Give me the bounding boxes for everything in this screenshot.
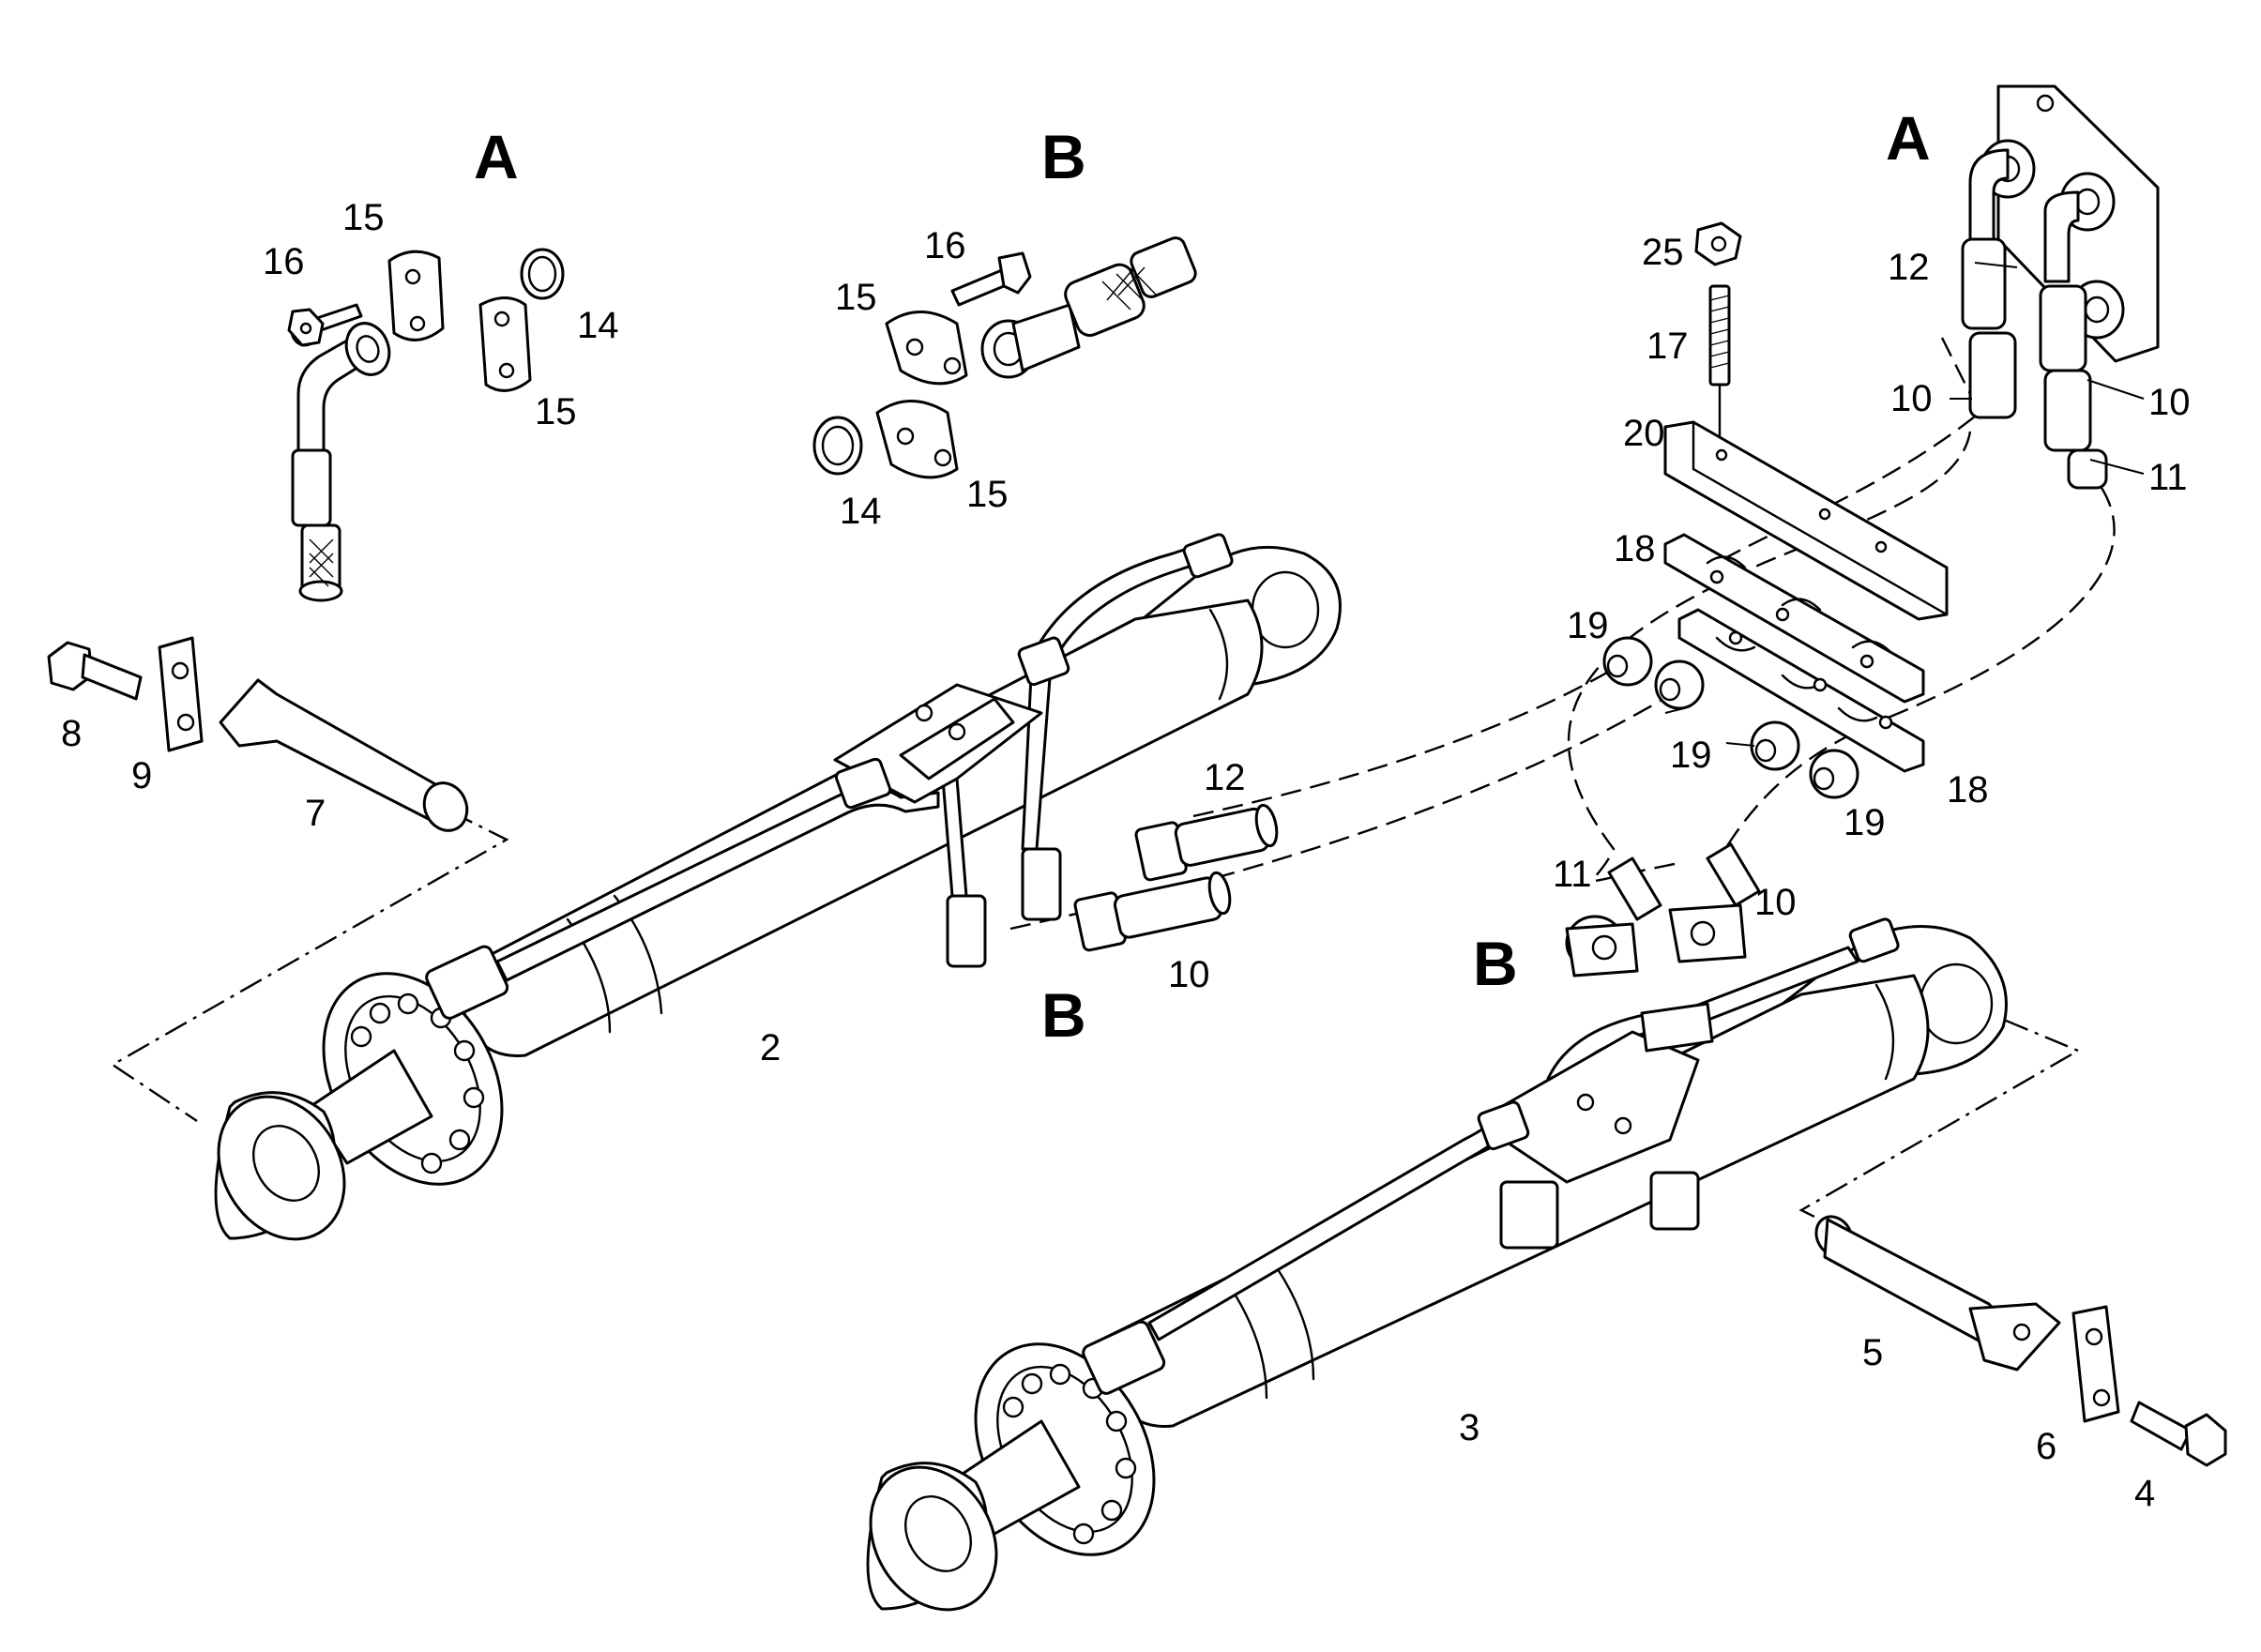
nut-25 (1694, 221, 1742, 266)
callout-18b: 18 (1947, 769, 1989, 811)
cylinder-3 (866, 917, 2008, 1612)
bolt-16-a (287, 303, 363, 347)
callout-17: 17 (1646, 326, 1689, 367)
callout-9: 9 (131, 755, 152, 796)
callout-2: 2 (760, 1027, 781, 1068)
part-number-callouts: 16 15 14 15 16 15 14 15 8 9 7 2 12 10 25… (61, 197, 2191, 1514)
grommet-19-1 (1602, 636, 1653, 687)
grommet-19-3 (1750, 720, 1800, 771)
callout-16b: 16 (924, 225, 966, 266)
clamp-half-15-b2 (875, 400, 959, 479)
section-label-a-right: A (1886, 103, 1931, 173)
clamp-block-18-lower (1677, 608, 1925, 773)
cylinder-2 (214, 533, 1342, 1241)
callout-7: 7 (305, 793, 326, 834)
bracket-20 (1663, 420, 1949, 621)
pin-5 (1814, 1215, 2061, 1372)
bolt-16-b (950, 251, 1032, 307)
leader-lines (1725, 262, 2145, 747)
o-ring-14-a (520, 248, 565, 300)
callout-25: 25 (1642, 232, 1684, 273)
callout-10c: 10 (2148, 382, 2191, 423)
grommet-19-2 (1654, 659, 1705, 710)
section-label-a-left: A (474, 122, 519, 191)
hose-elbow-part (291, 322, 391, 602)
callout-10b: 10 (1890, 378, 1933, 419)
callout-14a: 14 (577, 305, 619, 346)
hose-end-12-mid (1134, 803, 1279, 882)
callout-6: 6 (2036, 1426, 2056, 1467)
callout-12b: 12 (1888, 247, 1930, 288)
o-ring-14-b (812, 416, 863, 476)
callout-19b: 19 (1670, 735, 1712, 776)
callout-5: 5 (1862, 1332, 1883, 1373)
callout-15c: 15 (835, 277, 877, 318)
flange-fitting-10 (1668, 842, 1761, 963)
clamp-half-15-a2 (478, 296, 532, 392)
callout-10d: 10 (1754, 882, 1797, 923)
head-bolts-2 (350, 993, 485, 1175)
callout-16a: 16 (263, 241, 305, 282)
grommet-19-4 (1809, 749, 1859, 799)
callout-11a: 11 (2148, 457, 2188, 498)
hose-end-10-mid (1073, 871, 1232, 952)
callout-8: 8 (61, 713, 82, 754)
pin-7 (219, 678, 469, 832)
assembly-lines (110, 337, 2116, 1221)
section-label-b-mid: B (1041, 980, 1086, 1050)
clamp-half-15-b1 (885, 311, 968, 386)
callout-19c: 19 (1844, 802, 1886, 843)
callout-4: 4 (2134, 1473, 2155, 1514)
bolt-4 (2130, 1401, 2227, 1467)
flange-fitting-11 (1565, 856, 1662, 978)
callout-18a: 18 (1614, 528, 1656, 569)
hose-10-right (1968, 284, 2092, 452)
section-letters: A B A B B (474, 103, 1931, 1050)
clamp-half-15-a1 (387, 250, 445, 341)
callout-15b: 15 (535, 391, 577, 432)
lock-plate-9 (158, 636, 204, 752)
hose-fitting-b (980, 236, 1197, 379)
detail-b-top (812, 236, 1197, 479)
callout-12a: 12 (1204, 757, 1246, 798)
callout-20: 20 (1623, 413, 1665, 454)
callout-15a: 15 (342, 197, 385, 238)
hose-11-right (2067, 448, 2108, 490)
callout-10a: 10 (1168, 954, 1210, 995)
callout-19a: 19 (1567, 605, 1609, 646)
detail-a-left (287, 248, 565, 602)
callout-15d: 15 (966, 474, 1009, 515)
callout-14b: 14 (840, 491, 882, 532)
section-label-b-right: B (1473, 929, 1518, 998)
hose-12-right (1961, 148, 2080, 330)
callout-11b: 11 (1553, 854, 1592, 895)
callout-3: 3 (1459, 1407, 1480, 1448)
clamp-block-18-upper (1663, 533, 1925, 704)
bolt-8 (47, 641, 143, 701)
section-label-b-top: B (1041, 122, 1086, 191)
lock-plate-6 (2071, 1305, 2120, 1423)
